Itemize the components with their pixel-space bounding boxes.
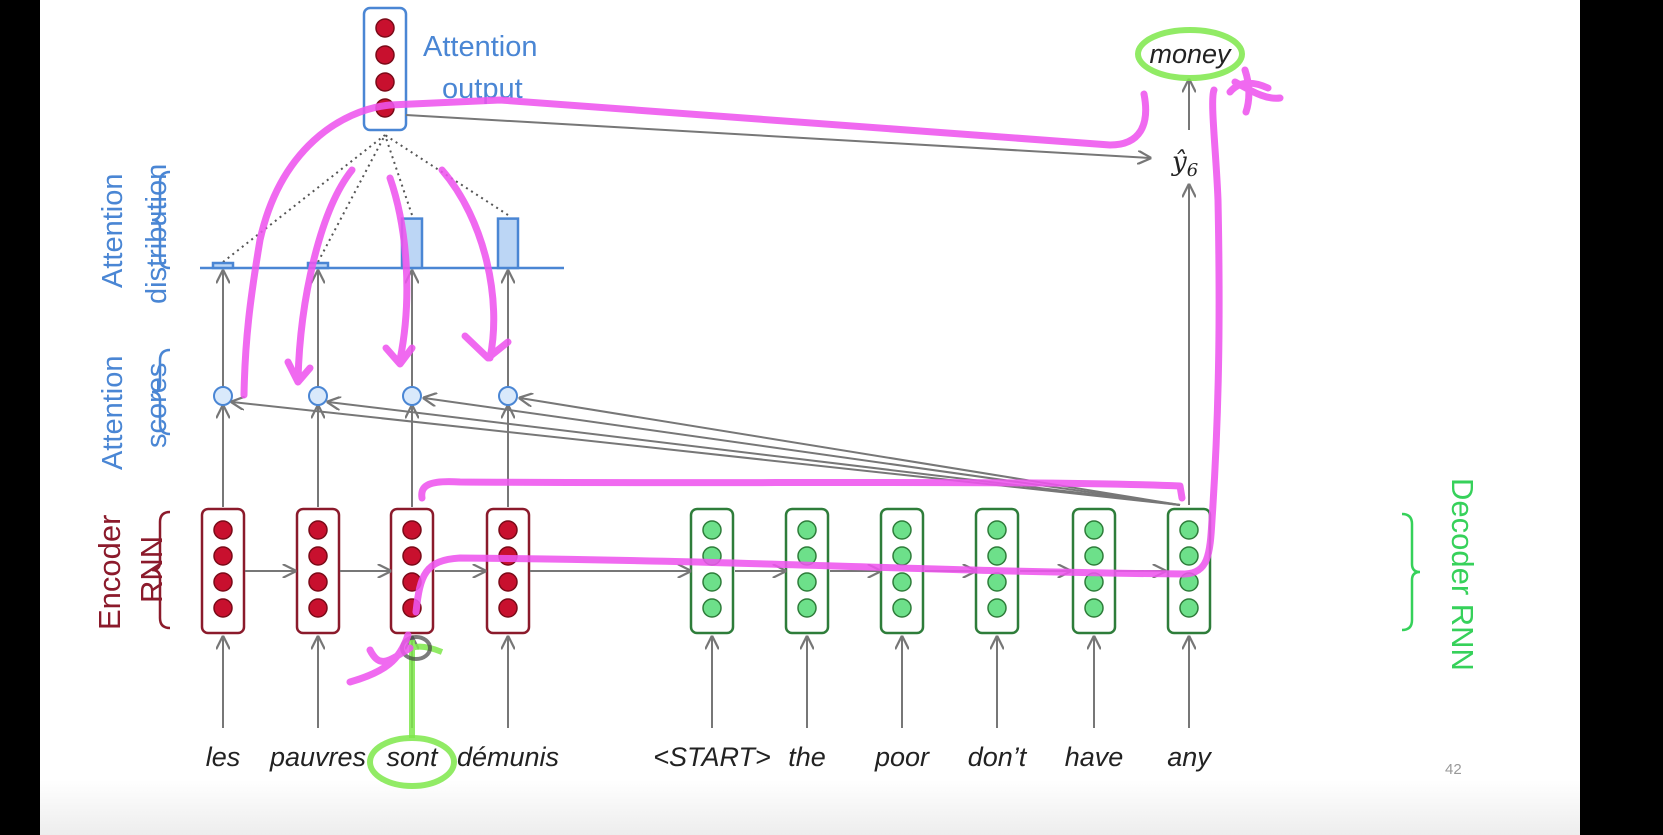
output-word: money (1149, 39, 1232, 69)
attention-output-label-line1: Attention (423, 31, 537, 63)
page-number: 42 (1445, 761, 1462, 778)
vertical-arrows (223, 271, 508, 507)
decoder-cell (689, 507, 735, 635)
decoder-cell-unit (797, 572, 817, 592)
decoder-word: have (1065, 742, 1124, 772)
attention-output-unit (375, 18, 395, 38)
attention-score-circles (213, 386, 518, 406)
decoder-word: <START> (653, 742, 771, 772)
attention-scores-brace (151, 348, 171, 436)
encoder-cell-unit (402, 546, 422, 566)
decoder-word: don’t (968, 742, 1028, 772)
attention-output-unit (375, 45, 395, 65)
decoder-cell-unit (702, 520, 722, 540)
decoder-rnn-label: Decoder RNN (1445, 478, 1480, 671)
decoder-cell-unit (892, 546, 912, 566)
decoder-rnn-brace (1401, 512, 1421, 632)
encoder-word: démunis (457, 742, 559, 772)
decoder-cell-unit (1179, 520, 1199, 540)
decoder-to-score-arrows (232, 398, 1181, 506)
encoder-cell-unit (213, 572, 233, 592)
attention-distribution-bar (496, 217, 520, 270)
decoder-cell-unit (1179, 598, 1199, 618)
attention-distribution-label: Attention distribution (97, 164, 173, 304)
decoder-cell-unit (702, 572, 722, 592)
annotation-green-stroke (409, 640, 444, 738)
attention-distribution-bar (306, 261, 330, 270)
decoder-word: any (1167, 742, 1212, 772)
output-word-highlight (1135, 27, 1245, 81)
attention-score-node (402, 386, 422, 406)
attention-distribution-brace (151, 170, 171, 270)
decoder-cell-unit (1084, 546, 1104, 566)
attention-score-node (213, 386, 233, 406)
decoder-word: poor (874, 742, 930, 772)
rnn-cells (200, 507, 1212, 635)
encoder-cell-unit (213, 520, 233, 540)
encoder-cell-unit (498, 520, 518, 540)
encoder-cell-unit (402, 520, 422, 540)
y-hat-label: ŷ6 (1171, 147, 1198, 181)
decoder-cell-unit (797, 520, 817, 540)
slide: Attention distribution Attention scores … (40, 0, 1580, 835)
annotation-pink-strokes (240, 66, 1284, 686)
decoder-cell-unit (987, 598, 1007, 618)
encoder-cell-unit (308, 546, 328, 566)
input-words: les pauvres sont démunis <START> the poor don’t… (206, 742, 1213, 772)
attention-scores-label-line1: Attention (97, 356, 129, 470)
encoder-cell-unit (308, 598, 328, 618)
decoder-cell-unit (892, 598, 912, 618)
encoder-word: sont (386, 742, 439, 772)
decoder-cell-unit (1179, 546, 1199, 566)
encoder-word: pauvres (269, 742, 366, 772)
encoder-cell (200, 507, 246, 635)
attention-distribution-label-line2: distribution (141, 164, 173, 304)
encoder-cell-unit (498, 598, 518, 618)
input-arrows (223, 637, 1189, 728)
decoder-cell-unit (1084, 520, 1104, 540)
encoder-rnn-label: Encoder RNN (92, 515, 169, 630)
encoder-cell-unit (308, 520, 328, 540)
decoder-cell-unit (797, 598, 817, 618)
encoder-cell-box (200, 507, 246, 635)
decoder-cell-unit (892, 572, 912, 592)
attention-distribution-bar (211, 261, 235, 270)
decoder-word: the (788, 742, 826, 772)
decoder-cell-unit (892, 520, 912, 540)
attention-output-box (362, 6, 408, 132)
encoder-cell-unit (213, 546, 233, 566)
decoder-cell-unit (702, 598, 722, 618)
decoder-cell (784, 507, 830, 635)
attention-output-unit (375, 72, 395, 92)
decoder-cell-unit (1084, 598, 1104, 618)
decoder-cell-unit (987, 520, 1007, 540)
attention-score-node (498, 386, 518, 406)
decoder-cell-unit (987, 572, 1007, 592)
attention-scores-label-line2: scores (141, 363, 173, 448)
attention-output-to-yhat-arrow (405, 114, 1150, 158)
attention-diagram: Attention distribution Attention scores … (92, 6, 1480, 789)
attention-score-node (308, 386, 328, 406)
encoder-cell (485, 507, 531, 635)
encoder-cell (389, 507, 435, 635)
encoder-cell (295, 507, 341, 635)
encoder-cell-unit (213, 598, 233, 618)
encoder-cell-box (485, 507, 531, 635)
encoder-word: les (206, 742, 241, 772)
encoder-rnn-label-line1: Encoder (92, 515, 127, 630)
attention-scores-label: Attention scores (97, 356, 173, 470)
attention-distribution-label-line1: Attention (97, 174, 129, 288)
encoder-cell-unit (308, 572, 328, 592)
encoder-cell-box (295, 507, 341, 635)
encoder-rnn-brace (151, 510, 171, 630)
encoder-rnn-label-line2: RNN (134, 536, 169, 603)
decoder-cell-unit (987, 546, 1007, 566)
encoder-cell-unit (498, 572, 518, 592)
